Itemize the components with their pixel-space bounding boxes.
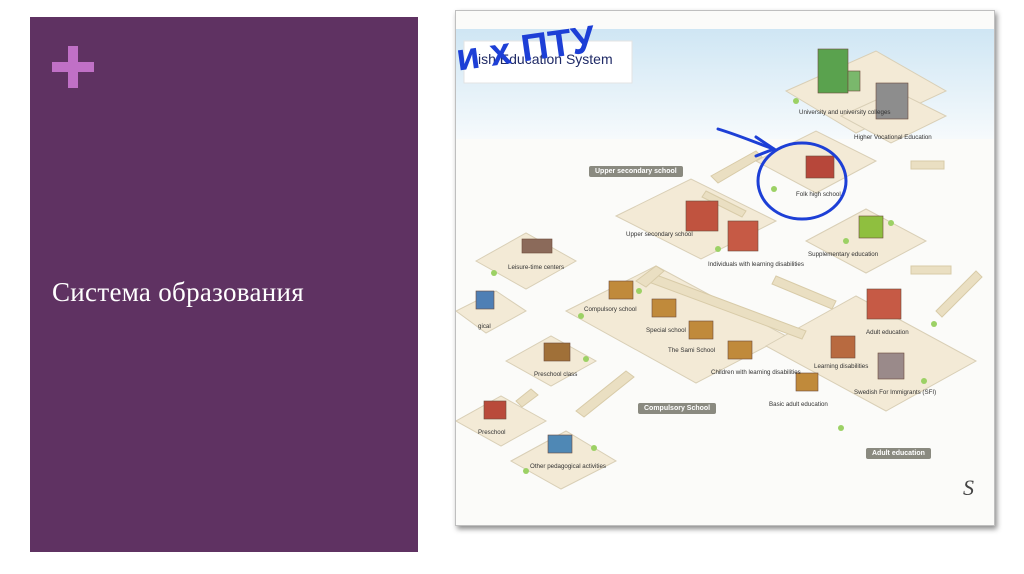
title-panel	[30, 17, 418, 552]
handwriting-annotation: и х ПТУ	[456, 18, 598, 73]
tag-adult: Adult education	[866, 448, 931, 459]
label-preschool: Preschool	[478, 429, 506, 436]
handwriting-text: и х ПТУ	[456, 18, 598, 73]
label-leisure: Leisure-time centers	[508, 264, 565, 271]
plus-icon	[52, 46, 94, 88]
logo-letter: S	[963, 475, 974, 500]
tile-other	[509, 430, 618, 490]
label-higher-vocational: Higher Vocational Education	[854, 134, 932, 141]
tag-upper-secondary: Upper secondary school	[589, 166, 683, 177]
label-upper-secondary: Upper secondary school	[626, 231, 693, 238]
slide-title: Система образования	[52, 277, 304, 307]
label-children-ld: Children with learning disabilities	[711, 369, 801, 376]
label-sami-school: The Sami School	[668, 347, 716, 354]
label-preschool-class: Preschool class	[534, 371, 578, 378]
label-gical: gical	[478, 323, 491, 330]
label-adult-education: Adult education	[866, 329, 909, 336]
label-learning-disabilities: Learning disabilities	[814, 363, 869, 370]
hand-annotation	[716, 127, 848, 221]
label-sfi: Swedish For Immigrants (SFI)	[854, 389, 937, 396]
tag-compulsory: Compulsory School	[638, 403, 717, 414]
tile-supplementary	[804, 208, 928, 274]
label-compulsory-school: Compulsory school	[584, 306, 637, 313]
label-folk-high: Folk high school	[796, 191, 841, 198]
figure-title: ish Education System	[478, 51, 613, 67]
label-individuals-ld: Individuals with learning disabilities	[708, 261, 804, 268]
isometric-map	[456, 29, 994, 490]
label-supplementary: Supplementary education	[808, 251, 879, 258]
label-other-pedagogical: Other pedagogical activities	[530, 463, 607, 470]
education-system-figure: ish Education System и х ПТУ Upper secon…	[455, 10, 995, 526]
label-special-school: Special school	[646, 327, 686, 334]
label-university: University and university colleges	[799, 109, 891, 116]
label-basic-adult: Basic adult education	[769, 401, 828, 408]
